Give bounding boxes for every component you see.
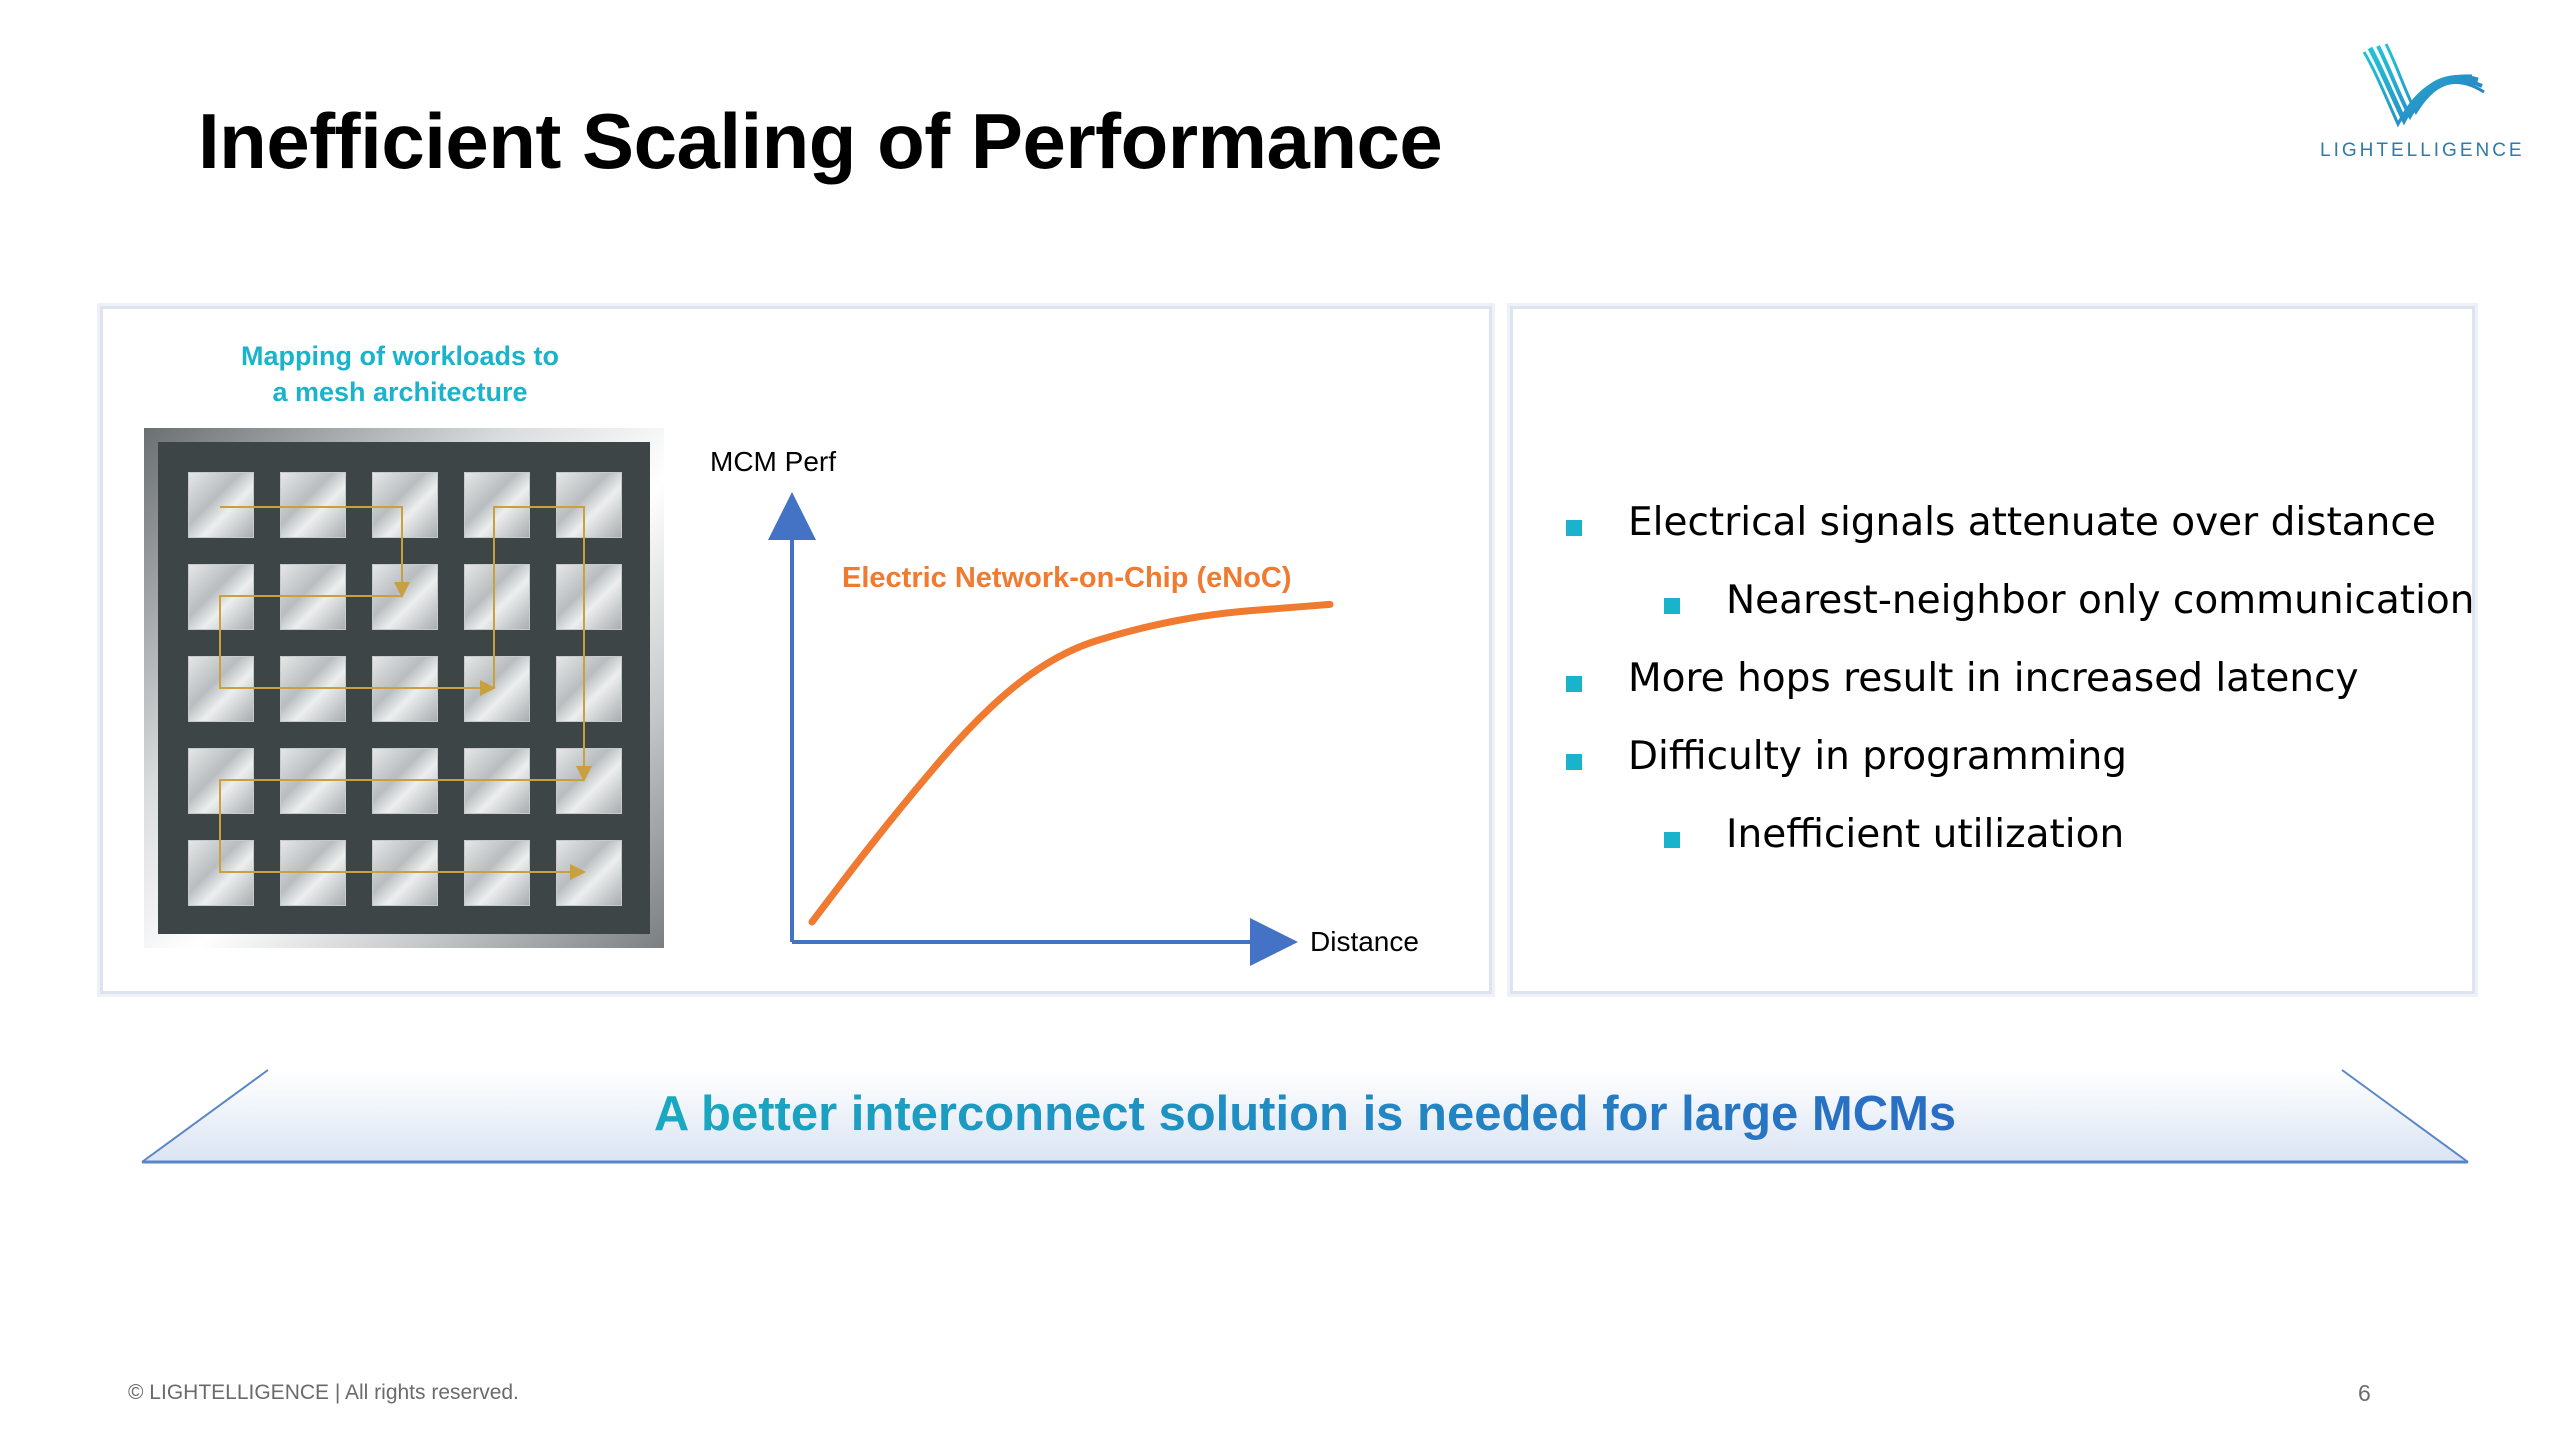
- mesh-routing-arrows: [219, 506, 592, 880]
- mesh-chiplet-tile: [372, 472, 438, 538]
- company-logo: LIGHTELLIGENCE: [2320, 40, 2525, 170]
- bullet-item: Nearest-neighbor only communication: [1664, 578, 2475, 623]
- route-arrow-4: [219, 779, 586, 880]
- mesh-chiplet-tile: [188, 472, 254, 538]
- performance-chart: [768, 492, 1334, 966]
- mesh-caption: Mapping of workloads to a mesh architect…: [200, 338, 600, 410]
- page-title: Inefficient Scaling of Performance: [198, 97, 1443, 185]
- bullet-text: Electrical signals attenuate over distan…: [1628, 500, 2436, 545]
- bullet-square-icon: [1566, 754, 1582, 770]
- route-arrow-2: [219, 595, 496, 696]
- footer-copyright: © LIGHTELLIGENCE | All rights reserved.: [128, 1381, 519, 1404]
- bullet-square-icon: [1566, 676, 1582, 692]
- series-label: Electric Network-on-Chip (eNoC): [842, 562, 1292, 594]
- mesh-chiplet-tile: [464, 564, 530, 630]
- conclusion-banner: A better interconnect solution is needed…: [140, 1068, 2470, 1164]
- y-axis-label: MCM Perf: [710, 446, 836, 477]
- logo-text: LIGHTELLIGENCE: [2320, 140, 2525, 161]
- right-panel: [1510, 306, 2475, 994]
- bullet-text: Inefficient utilization: [1726, 812, 2125, 857]
- bullet-item: Difficulty in programming: [1566, 734, 2128, 779]
- banner-trapezoid: [141, 1069, 2469, 1164]
- mesh-caption-line1: Mapping of workloads to: [241, 341, 559, 371]
- mesh-diagram: [144, 428, 664, 948]
- route-arrow-3: [493, 506, 592, 782]
- mesh-board: [158, 442, 650, 934]
- bullet-item: Electrical signals attenuate over distan…: [1566, 500, 2436, 545]
- banner-text: A better interconnect solution is needed…: [653, 1087, 1957, 1141]
- mesh-chiplet-tile: [464, 472, 530, 538]
- route-arrow-1: [220, 506, 410, 598]
- series-line-enoc: [808, 600, 1334, 926]
- mesh-chiplet-tile: [556, 656, 622, 722]
- page-number: 6: [2358, 1380, 2371, 1406]
- x-axis-label: Distance: [1310, 926, 1419, 957]
- bullet-square-icon: [1566, 520, 1582, 536]
- bullet-text: Nearest-neighbor only communication: [1726, 578, 2475, 623]
- bullet-text: More hops result in increased latency: [1628, 656, 2359, 701]
- mesh-chiplet-tile: [556, 472, 622, 538]
- mesh-chiplet-tile: [280, 472, 346, 538]
- bullet-square-icon: [1664, 832, 1680, 848]
- mesh-caption-line2: a mesh architecture: [272, 377, 528, 407]
- bullet-text: Difficulty in programming: [1628, 734, 2128, 779]
- bullet-square-icon: [1664, 598, 1680, 614]
- bullet-item: More hops result in increased latency: [1566, 656, 2359, 701]
- bullet-item: Inefficient utilization: [1664, 812, 2125, 857]
- logo-wave-icon: [2362, 43, 2485, 128]
- mesh-chiplet-tile: [556, 564, 622, 630]
